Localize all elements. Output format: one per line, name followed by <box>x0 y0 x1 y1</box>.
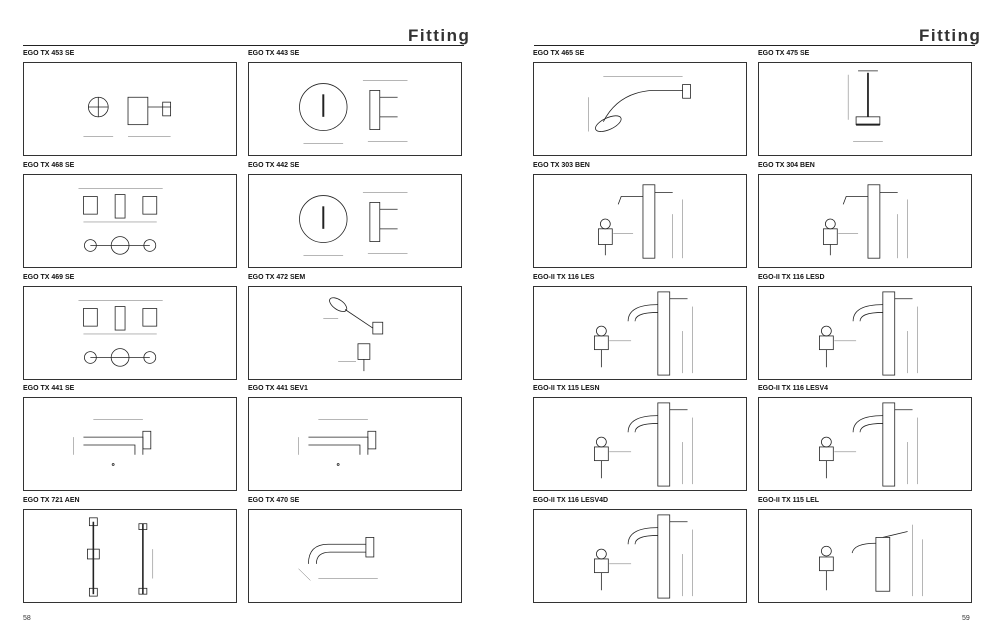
technical-drawing <box>533 286 747 380</box>
drawing-svg <box>822 184 908 259</box>
drawing-svg <box>78 188 163 255</box>
drawing-svg <box>323 297 384 372</box>
product-code: EGO TX 442 SE <box>248 162 300 169</box>
page-number: 58 <box>23 615 31 622</box>
product-code: EGO TX 441 SEV1 <box>248 385 308 392</box>
technical-drawing <box>758 397 972 491</box>
technical-drawing <box>248 286 462 380</box>
product-code: EGO TX 469 SE <box>23 274 75 281</box>
technical-drawing <box>758 174 972 268</box>
technical-drawing <box>758 286 972 380</box>
product-code: EGO TX 475 SE <box>758 50 810 57</box>
product-code: EGO-II TX 116 LESD <box>758 274 825 281</box>
product-code: EGO TX 465 SE <box>533 50 585 57</box>
technical-drawing <box>533 397 747 491</box>
technical-drawing <box>248 174 462 268</box>
drawing-svg <box>594 402 693 487</box>
product-code: EGO TX 304 BEN <box>758 162 815 169</box>
product-code: EGO TX 468 SE <box>23 162 75 169</box>
product-code: EGO-II TX 116 LESV4D <box>533 497 609 504</box>
drawing-svg <box>819 524 923 597</box>
drawing-svg <box>847 70 883 142</box>
page-number: 59 <box>962 615 970 622</box>
drawing-svg <box>83 96 172 137</box>
product-code: EGO TX 453 SE <box>23 50 75 57</box>
product-code: EGO-II TX 116 LES <box>533 274 595 281</box>
drawing-svg <box>298 419 377 466</box>
drawing-svg <box>87 517 153 597</box>
product-code: EGO TX 443 SE <box>248 50 300 57</box>
drawing-svg <box>73 419 152 466</box>
technical-drawing <box>23 509 237 603</box>
technical-drawing <box>533 62 747 156</box>
page-header-title: Fitting <box>408 26 471 45</box>
drawing-svg <box>299 192 408 256</box>
product-code: EGO TX 472 SEM <box>248 274 306 281</box>
drawing-svg <box>588 76 691 132</box>
technical-drawing <box>248 509 462 603</box>
left-page: Fitting EGO TX 453 SE EGO TX 443 SE EGO TX… <box>0 0 487 639</box>
drawing-svg <box>299 80 408 144</box>
technical-drawing <box>248 397 462 491</box>
technical-drawing <box>758 509 972 603</box>
page-header-title: Fitting <box>919 26 982 45</box>
product-code: EGO TX 441 SE <box>23 385 75 392</box>
technical-drawing <box>533 174 747 268</box>
technical-drawing <box>758 62 972 156</box>
technical-drawing <box>23 62 237 156</box>
technical-drawing <box>23 174 237 268</box>
product-code: EGO TX 470 SE <box>248 497 300 504</box>
product-code: EGO TX 303 BEN <box>533 162 590 169</box>
drawing-svg <box>594 514 693 599</box>
drawing-svg <box>819 402 918 487</box>
technical-drawing <box>533 509 747 603</box>
header-rule <box>23 45 464 46</box>
product-code: EGO-II TX 115 LESN <box>533 385 600 392</box>
drawing-svg <box>298 537 378 581</box>
drawing-svg <box>594 291 693 376</box>
technical-drawing <box>23 397 237 491</box>
product-code: EGO-II TX 116 LESV4 <box>758 385 829 392</box>
product-code: EGO TX 721 AEN <box>23 497 80 504</box>
product-code: EGO-II TX 115 LEL <box>758 497 820 504</box>
drawing-svg <box>78 300 163 367</box>
technical-drawing <box>248 62 462 156</box>
technical-drawing <box>23 286 237 380</box>
right-page: Fitting EGO TX 465 SE EGO TX 475 SE EGO TX… <box>507 0 994 639</box>
drawing-svg <box>819 291 918 376</box>
header-rule <box>534 45 975 46</box>
drawing-svg <box>597 184 683 259</box>
